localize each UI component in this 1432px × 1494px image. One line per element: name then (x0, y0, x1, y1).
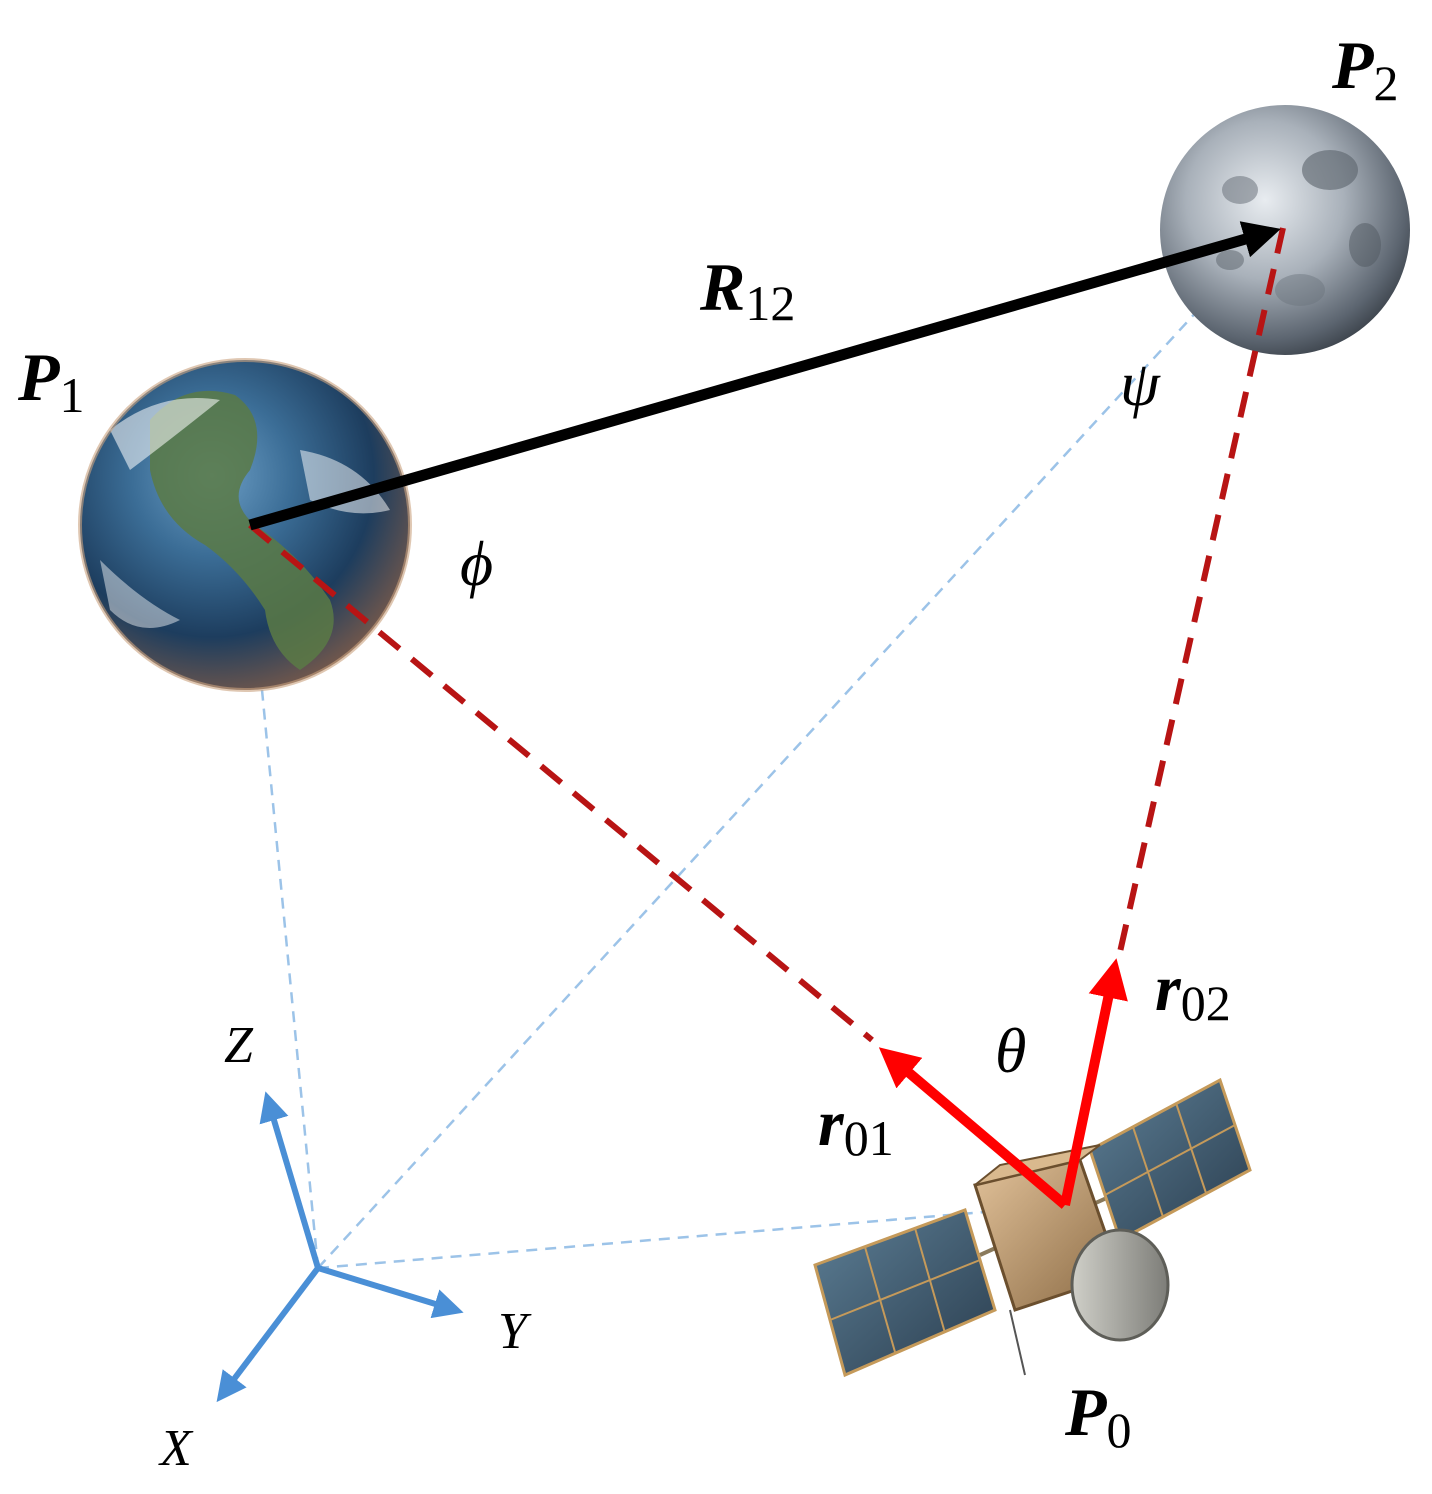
projection-line-p2 (317, 307, 1201, 1269)
label-r02-sub: 02 (1181, 975, 1231, 1031)
label-p1: P1 (17, 339, 85, 423)
label-p1-sub: 1 (60, 367, 85, 423)
projection-line-p1 (260, 689, 320, 1269)
label-psi: ψ (1120, 348, 1161, 419)
dashed-line-p1-to-r01 (248, 522, 874, 1043)
axis-label-z: Z (224, 1017, 254, 1074)
label-r12-main: R (699, 249, 745, 325)
label-r01-main: r (818, 1087, 845, 1160)
axis-label-x: X (158, 1420, 194, 1477)
axis-z (259, 1091, 321, 1269)
antenna-dish (1070, 1228, 1170, 1342)
label-p0-main: P (1064, 1374, 1107, 1450)
label-p1-main: P (17, 339, 60, 415)
axis-label-y: Y (498, 1303, 532, 1360)
vector-r01 (878, 1047, 1069, 1209)
label-p0-sub: 0 (1107, 1402, 1132, 1458)
label-p2-main: P (1331, 27, 1374, 103)
label-theta: θ (995, 1015, 1026, 1086)
label-r01-sub: 01 (844, 1110, 894, 1166)
earth-globe-p1 (78, 358, 412, 692)
solar-panel-left (813, 1208, 997, 1378)
axis-y (317, 1265, 464, 1319)
satellite-p0 (813, 1077, 1252, 1378)
vector-r02 (1060, 958, 1128, 1207)
axis-x (216, 1266, 321, 1403)
label-p2-sub: 2 (1374, 55, 1399, 111)
vector-r12 (248, 221, 1281, 531)
label-r12: R12 (699, 249, 795, 331)
label-r01: r01 (818, 1087, 894, 1166)
label-r12-sub: 12 (745, 275, 795, 331)
label-p0: P0 (1064, 1374, 1132, 1458)
coordinate-axes (216, 1091, 464, 1403)
label-r02: r02 (1155, 952, 1231, 1031)
projection-lines (260, 307, 1201, 1270)
label-p2: P2 (1331, 27, 1399, 111)
dashed-connection-lines (248, 227, 1286, 1043)
label-phi: ϕ (460, 528, 493, 599)
label-r02-main: r (1155, 952, 1182, 1025)
projection-line-p0 (317, 1210, 986, 1270)
